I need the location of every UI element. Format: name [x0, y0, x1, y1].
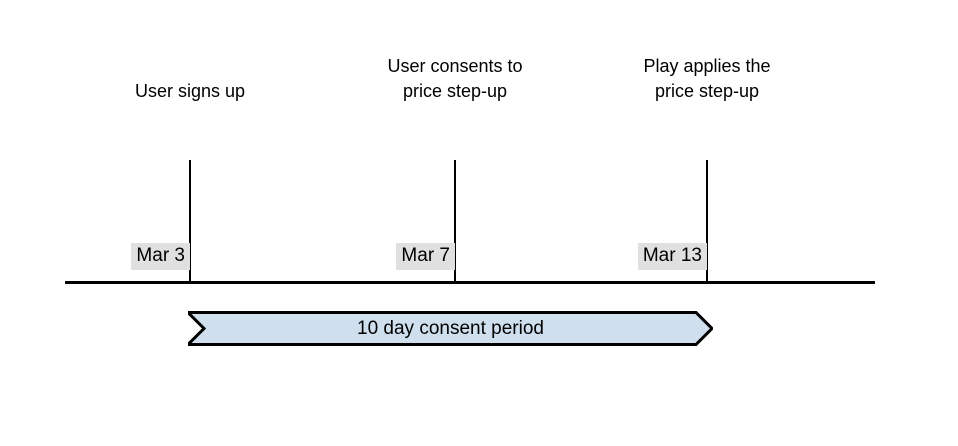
event-date-chip: Mar 13: [637, 243, 707, 270]
event-label: Play applies the price step-up: [643, 56, 771, 101]
chevron-arrow-icon: [188, 311, 713, 346]
event-tick: [189, 160, 191, 283]
consent-period-banner: 10 day consent period: [188, 311, 713, 346]
event-tick: [454, 160, 456, 283]
timeline-axis: [65, 281, 875, 284]
event-tick: [706, 160, 708, 283]
event-label: User consents to price step-up: [387, 56, 523, 101]
event-date-chip: Mar 7: [396, 243, 455, 270]
event-date-chip: Mar 3: [131, 243, 190, 270]
event-label: User signs up: [134, 81, 246, 101]
